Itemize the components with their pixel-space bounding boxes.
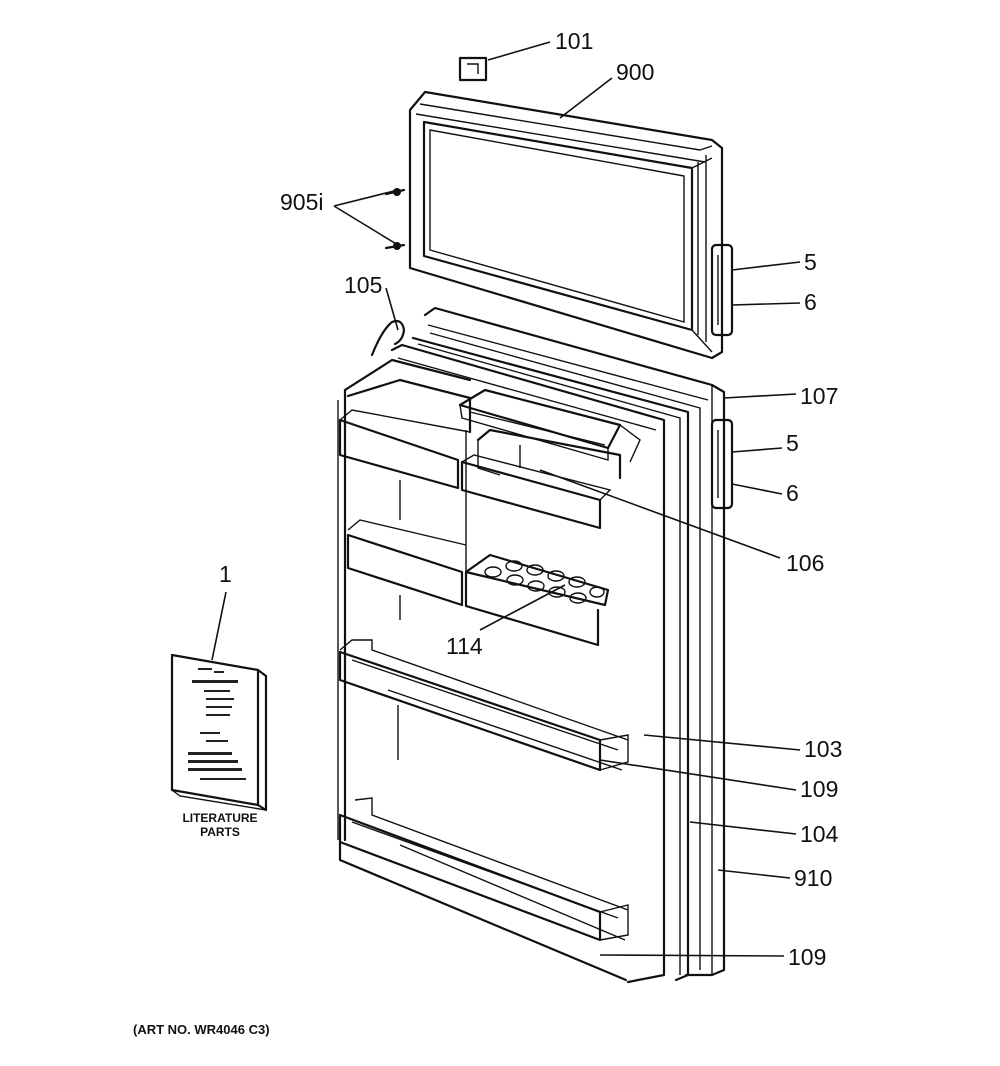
dairy-compartment-106	[460, 428, 622, 530]
middle-left-shelf	[346, 519, 467, 607]
part-900-freezer-door	[408, 90, 734, 360]
upper-door-rail-109	[338, 639, 629, 772]
fresh-food-door	[337, 306, 734, 984]
callout-105: 105	[344, 272, 382, 298]
literature-label-line2: PARTS	[200, 825, 240, 839]
part-105-spring	[370, 319, 406, 357]
callout-114: 114	[446, 633, 483, 659]
literature-label-line1: LITERATURE	[182, 811, 257, 825]
callout-910: 910	[794, 865, 832, 891]
part-1-literature-booklet: LITERATURE PARTS	[170, 653, 268, 839]
freezer-handle	[710, 243, 734, 337]
callout-106: 106	[786, 550, 824, 576]
callout-900: 900	[616, 59, 654, 85]
leader-lines	[211, 41, 801, 957]
callouts: 101 900 905i 5 6 105 107 5 6 106 1 114 1…	[219, 28, 842, 970]
callout-1: 1	[219, 561, 232, 587]
callout-5-lower: 5	[786, 430, 799, 456]
part-905-screws	[384, 188, 406, 250]
callout-109-upper: 109	[800, 776, 838, 802]
callout-6-upper: 6	[804, 289, 817, 315]
callout-107: 107	[800, 383, 838, 409]
part-101-clip	[458, 56, 488, 82]
art-number: (ART NO. WR4046 C3)	[133, 1022, 270, 1037]
callout-103: 103	[804, 736, 842, 762]
callout-6-lower: 6	[786, 480, 799, 506]
egg-tray-114	[464, 553, 610, 647]
callout-109-lower: 109	[788, 944, 826, 970]
lower-door-rail-109	[338, 797, 629, 982]
callout-101: 101	[555, 28, 593, 54]
dairy-cover-107	[458, 388, 641, 463]
fresh-food-handle	[710, 418, 734, 510]
top-left-bin	[338, 378, 472, 490]
callout-5-upper: 5	[804, 249, 817, 275]
callout-905: 905i	[280, 189, 323, 215]
callout-104: 104	[800, 821, 839, 847]
